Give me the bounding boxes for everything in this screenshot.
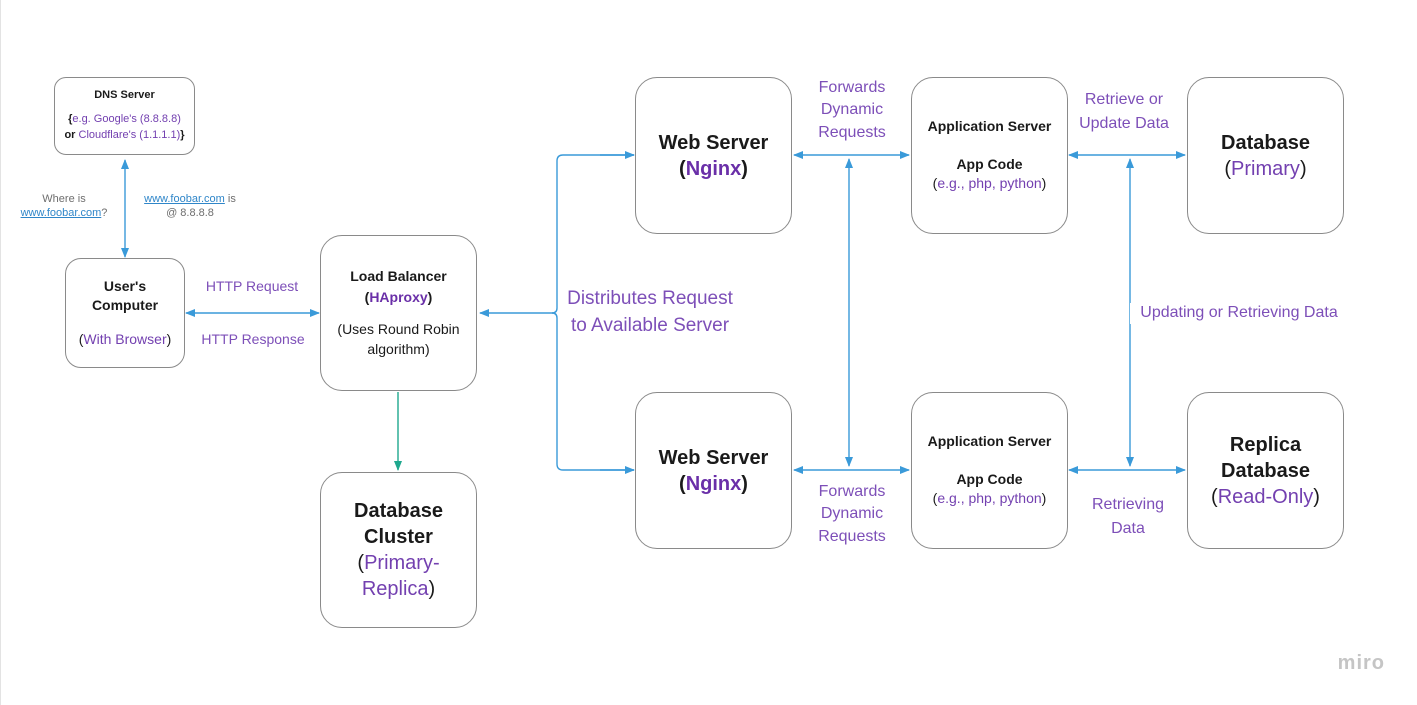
web2-name: (Nginx) — [679, 472, 748, 495]
cluster-title-1: Database — [354, 500, 443, 522]
load-balancer-box[interactable]: Load Balancer (HAproxy) (Uses Round Robi… — [320, 235, 477, 391]
web1-name: (Nginx) — [679, 157, 748, 180]
dns-example-line: {e.g. Google's (8.8.8.8) — [68, 113, 181, 126]
database-primary-box[interactable]: Database (Primary) — [1187, 77, 1344, 234]
db-primary-title: Database — [1221, 131, 1310, 154]
db-replica-title-2: Database — [1221, 459, 1310, 482]
database-cluster-box[interactable]: Database Cluster (Primary- Replica) — [320, 472, 477, 628]
web2-title: Web Server — [658, 446, 769, 469]
app2-title: Application Server — [927, 433, 1052, 450]
lb-note-2: algorithm) — [367, 341, 430, 358]
app1-title: Application Server — [927, 118, 1052, 135]
app-server-2-box[interactable]: Application Server App Code (e.g., php, … — [911, 392, 1068, 549]
web1-title: Web Server — [658, 131, 769, 154]
web-server-2-box[interactable]: Web Server (Nginx) — [635, 392, 792, 549]
cluster-note-1: (Primary- — [357, 552, 440, 574]
lb-title: Load Balancer — [350, 268, 447, 285]
dns-server-box[interactable]: DNS Server {e.g. Google's (8.8.8.8) or C… — [54, 77, 195, 155]
dns-query-label: Where is www.foobar.com? — [20, 193, 108, 220]
miro-watermark: miro — [1337, 652, 1385, 674]
cluster-title-2: Cluster — [364, 526, 433, 548]
user-title-2: Computer — [91, 297, 159, 314]
canvas-edge — [0, 0, 1, 705]
distribute-bracket — [551, 154, 634, 471]
http-request-label: HTTP Request — [205, 278, 299, 294]
db-replica-note: (Read-Only) — [1211, 485, 1320, 508]
dns-or-line: or Cloudflare's (1.1.1.1)} — [64, 128, 185, 141]
app2-code: App Code — [956, 470, 1023, 487]
dns-google: Google's (8.8.8.8) — [93, 113, 181, 126]
db-primary-note: (Primary) — [1224, 157, 1307, 180]
foobar-link-answer[interactable]: www.foobar.com — [144, 193, 225, 205]
lb-note-1: (Uses Round Robin — [337, 321, 460, 337]
dns-title: DNS Server — [94, 89, 155, 102]
foobar-link-query[interactable]: www.foobar.com — [20, 207, 102, 220]
http-response-label: HTTP Response — [201, 331, 305, 347]
database-replica-box[interactable]: Replica Database (Read-Only) — [1187, 392, 1344, 549]
db-replica-title-1: Replica — [1229, 433, 1302, 456]
users-computer-box[interactable]: User's Computer (With Browser) — [65, 258, 185, 368]
user-title-1: User's — [103, 277, 147, 294]
distributes-label: Distributes Request to Available Server — [567, 288, 733, 336]
updating-retrieving-label: Updating or Retrieving Data — [1130, 303, 1348, 324]
app1-langs: (e.g., php, python) — [932, 175, 1047, 192]
dns-answer-label: www.foobar.com is @ 8.8.8.8 — [144, 193, 236, 220]
web-server-1-box[interactable]: Web Server (Nginx) — [635, 77, 792, 234]
user-note: (With Browser) — [78, 330, 172, 347]
dns-cloudflare: Cloudflare's (1.1.1.1) — [78, 128, 181, 141]
app-server-1-box[interactable]: Application Server App Code (e.g., php, … — [911, 77, 1068, 234]
app1-code: App Code — [956, 155, 1023, 172]
lb-name: (HAproxy) — [364, 288, 433, 305]
cluster-note-2: Replica) — [361, 578, 436, 600]
app2-langs: (e.g., php, python) — [932, 490, 1047, 507]
